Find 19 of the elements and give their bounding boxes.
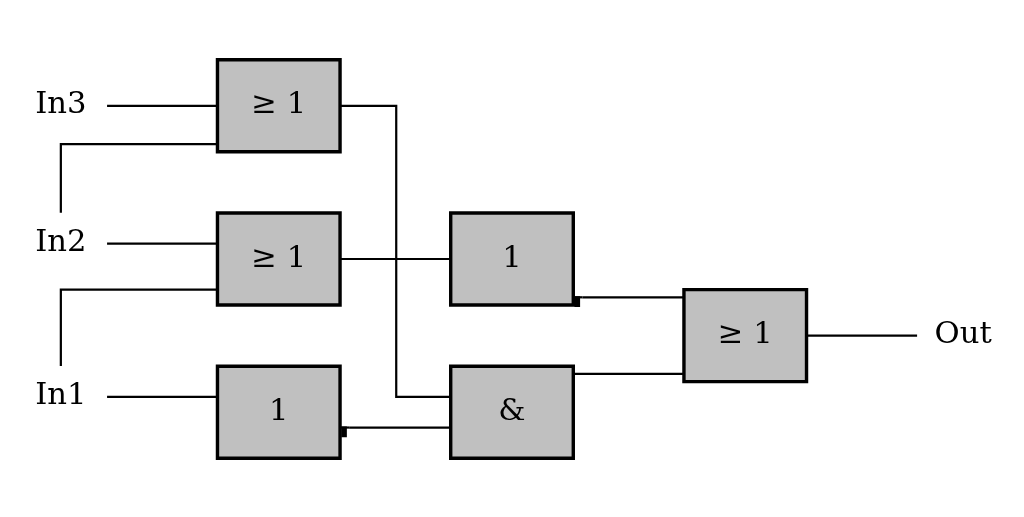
connector [59, 142, 217, 213]
connector [340, 257, 451, 260]
connector [107, 242, 217, 245]
node-text: Out [934, 314, 992, 350]
connector [807, 334, 918, 337]
node-text: In3 [35, 84, 87, 120]
connector [107, 395, 217, 398]
connector [107, 104, 217, 107]
node-text: In2 [35, 222, 87, 258]
node-text: In1 [35, 375, 87, 411]
connector [59, 288, 217, 366]
node-box: & [449, 364, 575, 460]
node-box: 1 [449, 210, 575, 307]
connector [340, 104, 451, 398]
node-box: ≥ 1 [215, 57, 342, 153]
node-box: 1 [215, 364, 342, 460]
node-box: ≥ 1 [215, 210, 342, 307]
node-box: ≥ 1 [682, 287, 809, 383]
connector [573, 372, 684, 375]
